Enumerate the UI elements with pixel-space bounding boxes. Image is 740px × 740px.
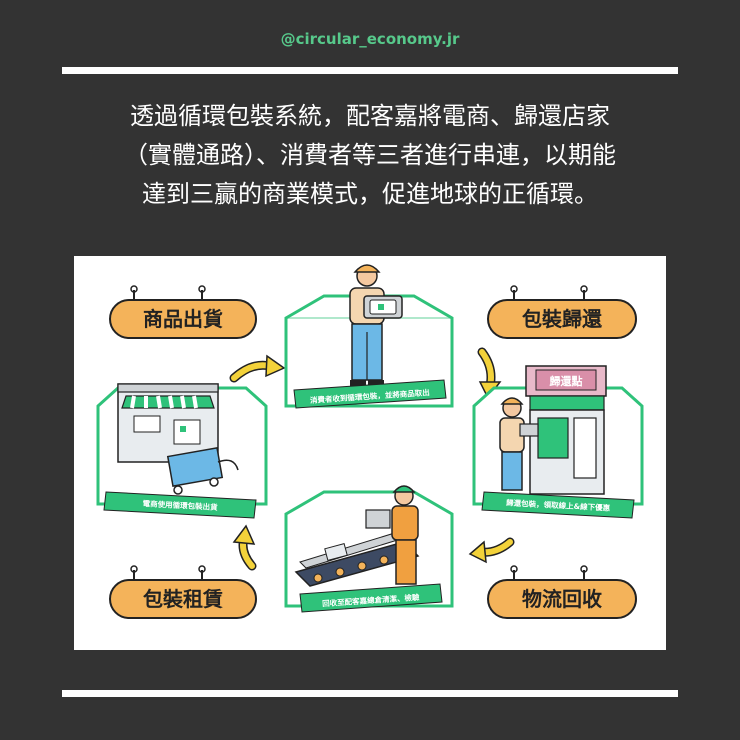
top-divider <box>62 67 678 74</box>
step-label-package-rental: 包裝租賃 <box>143 587 223 611</box>
step-pill-package-return: 包裝歸還 <box>487 285 637 339</box>
caption-ecommerce: 電商使用循環包裝出貨 <box>142 498 218 512</box>
intro-line-3: 達到三贏的商業模式，促進地球的正循環。 <box>142 180 598 208</box>
arrow-rental-to-shipping-icon <box>232 524 257 571</box>
bottom-divider <box>62 690 678 697</box>
step-label-package-return: 包裝歸還 <box>522 307 603 331</box>
step-label-logistics-recovery: 物流回收 <box>522 587 602 611</box>
account-handle: @circular_economy.jr <box>280 30 460 48</box>
scene-consumer: 消費者收到循環包裝，並將商品取出 <box>284 264 454 409</box>
arrow-return-to-logistics-icon <box>468 537 515 564</box>
return-point-sign: 歸還點 <box>550 374 583 388</box>
circular-packaging-diagram: 商品出貨 包裝歸還 包裝租賃 物流回收 <box>74 256 666 650</box>
intro-line-1: 透過循環包裝系統，配客嘉將電商、歸還店家 <box>130 102 610 130</box>
intro-line-2: （實體通路）、消費者等三者進行串連，以期能 <box>124 141 616 169</box>
intro-text: 透過循環包裝系統，配客嘉將電商、歸還店家 （實體通路）、消費者等三者進行串連，以… <box>60 97 680 214</box>
scene-ecommerce: 電商使用循環包裝出貨 <box>96 383 268 519</box>
step-pill-logistics-recovery: 物流回收 <box>487 565 637 619</box>
scene-return-store: 歸還點 歸還包裝，領取線上&線下優惠 <box>472 365 644 519</box>
step-label-goods-shipping: 商品出貨 <box>143 307 223 331</box>
step-pill-package-rental: 包裝租賃 <box>109 565 257 619</box>
scene-warehouse: 回收至配客嘉總倉清潔、檢驗 <box>284 485 454 613</box>
step-pill-goods-shipping: 商品出貨 <box>109 285 257 339</box>
diagram-illustration: 商品出貨 包裝歸還 包裝租賃 物流回收 <box>96 264 644 619</box>
arrow-shipping-to-consumer-icon <box>229 354 286 383</box>
